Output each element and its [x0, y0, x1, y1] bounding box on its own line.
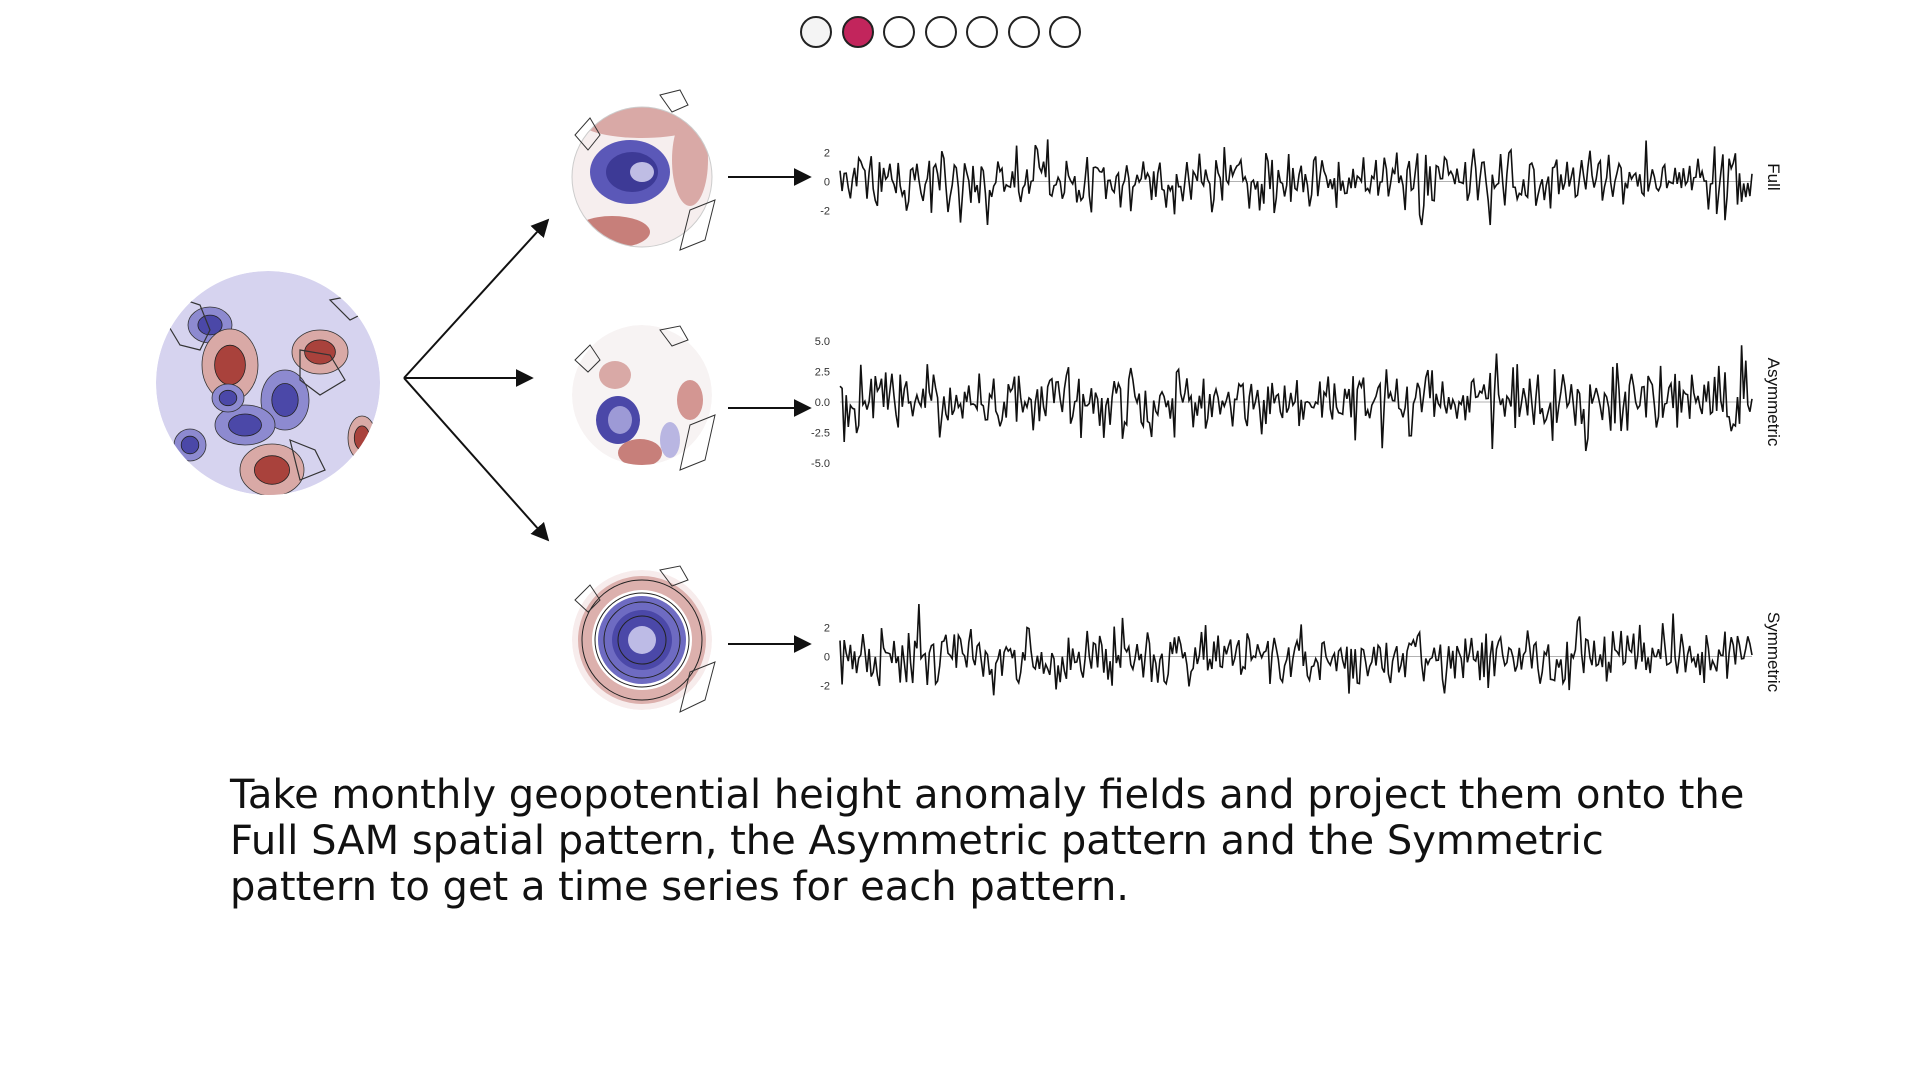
y-tick-label: 2.5 — [815, 366, 830, 378]
y-tick-label: 0.0 — [815, 397, 830, 409]
anomaly-blob-core-1 — [197, 314, 223, 336]
y-tick-label: 2 — [824, 622, 830, 634]
anomaly-blob-core-6 — [253, 455, 290, 485]
anomaly-blob-core-9 — [218, 389, 238, 407]
pager-dot-5[interactable] — [966, 16, 998, 48]
y-tick-label: 2 — [824, 147, 830, 159]
series-label: Full — [1764, 163, 1783, 190]
timeseries-line — [839, 139, 1753, 226]
asymmetric-pattern-map — [572, 325, 716, 471]
y-tick-label: -5.0 — [811, 458, 830, 470]
pager-dot-3[interactable] — [883, 16, 915, 48]
pager-dot-4[interactable] — [924, 16, 957, 48]
symmetric-pattern-map — [572, 565, 716, 713]
full-timeseries-panel: 2 0 -2 Full — [820, 139, 1783, 226]
anomaly-field-map — [156, 271, 380, 495]
anomaly-blob-core-2 — [214, 344, 246, 386]
y-tick-label: 0 — [824, 651, 830, 663]
y-tick-label: -2 — [820, 680, 830, 692]
slide-pager — [800, 16, 1136, 56]
sam-projection-diagram: 2 0 -2 Full 5.0 2.5 0.0 -2.5 -5.0 Asymmetric 2 0 -… — [156, 89, 1783, 713]
slide-caption: Take monthly geopotential height anomaly… — [230, 772, 1745, 910]
symmetric-timeseries-panel: 2 0 -2 Symmetric — [820, 603, 1783, 696]
timeseries-line — [839, 345, 1753, 452]
y-tick-label: -2 — [820, 205, 830, 217]
y-tick-label: 5.0 — [815, 336, 830, 348]
anomaly-blob-core-5 — [228, 413, 262, 437]
pager-dot-6[interactable] — [1007, 16, 1040, 48]
pager-dot-2[interactable] — [841, 16, 874, 48]
timeseries-line — [839, 603, 1753, 696]
pager-dot-7[interactable] — [1049, 16, 1081, 48]
pager-dot-1[interactable] — [800, 16, 832, 48]
series-label: Symmetric — [1764, 612, 1783, 693]
full-pattern-map — [571, 89, 716, 251]
series-label: Asymmetric — [1764, 358, 1783, 447]
y-tick-label: 0 — [824, 176, 830, 188]
anomaly-blob-core-7 — [180, 435, 200, 455]
arrow-to-full-pattern — [403, 218, 550, 379]
anomaly-blob-core-3 — [304, 339, 336, 365]
anomaly-blob-core-8 — [353, 425, 371, 451]
y-tick-label: -2.5 — [811, 428, 830, 440]
asymmetric-timeseries-panel: 5.0 2.5 0.0 -2.5 -5.0 Asymmetric — [811, 336, 1783, 470]
arrow-to-symmetric-pattern — [403, 377, 550, 542]
anomaly-blob-core-4 — [271, 383, 299, 417]
